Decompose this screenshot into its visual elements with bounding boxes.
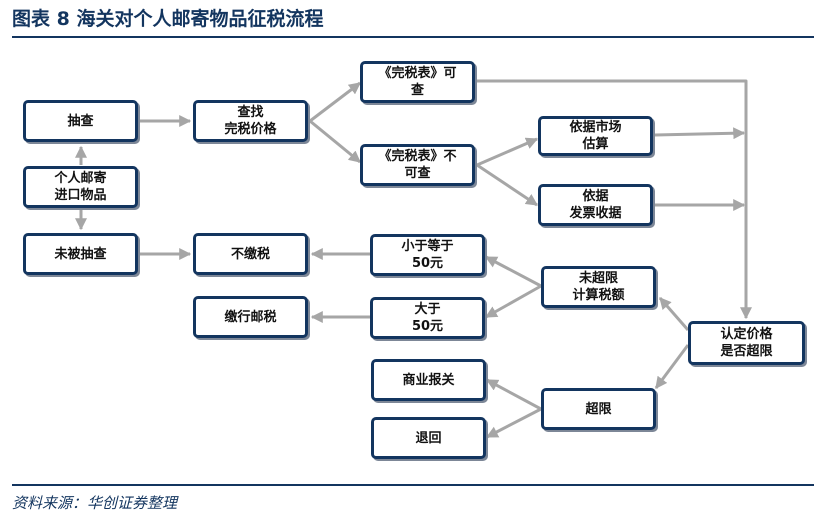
node-fapiao: 依据 发票收据 [538, 184, 653, 226]
node-wanshui-bukecha: 《完税表》不 可查 [360, 144, 475, 186]
node-chaoxian: 超限 [541, 388, 656, 430]
arrow-shichang-to-line [654, 127, 746, 140]
node-choucha: 抽查 [23, 100, 138, 142]
arrow-chaoxian-to-shangye [485, 378, 542, 411]
arrow-weichaoxian-to-dayu [484, 284, 542, 319]
arrow-weichaoxian-to-xiaoyu [484, 255, 542, 288]
arrow-bukecha-to-shichang [476, 137, 539, 167]
node-weichaoxian: 未超限 计算税额 [541, 266, 656, 308]
arrow-chaoxian-to-tuihui [485, 407, 542, 439]
source-rule [12, 484, 814, 486]
node-weibei: 未被抽查 [23, 233, 138, 275]
arrow-rending-to-weichaoxian [658, 297, 690, 331]
title-rule [12, 36, 814, 38]
node-rending: 认定价格 是否超限 [688, 321, 805, 365]
arrow-chazhao-to-kecha [309, 81, 361, 123]
node-wanshui-kecha: 《完税表》可 查 [360, 61, 475, 103]
arrow-rending-to-chaoxian [654, 344, 690, 389]
figure-title: 图表 8 海关对个人邮寄物品征税流程 [12, 8, 324, 30]
node-shangye: 商业报关 [371, 359, 486, 401]
node-xiaoyu: 小于等于 50元 [370, 234, 485, 276]
node-dayu: 大于 50元 [370, 297, 485, 339]
arrow-bukecha-to-fapiao [476, 163, 538, 207]
node-bujiao: 不缴税 [193, 233, 308, 275]
node-tuihui: 退回 [371, 417, 486, 459]
node-chazhao: 查找 完税价格 [193, 100, 308, 142]
node-geren: 个人邮寄 进口物品 [23, 166, 138, 208]
node-shichang: 依据市场 估算 [538, 116, 653, 156]
source-note: 资料来源：华创证券整理 [12, 494, 178, 512]
arrow-chazhao-to-bukecha [309, 119, 361, 164]
node-jiaoxing: 缴行邮税 [193, 296, 308, 338]
arrow-kecha-to-rending [477, 79, 752, 320]
